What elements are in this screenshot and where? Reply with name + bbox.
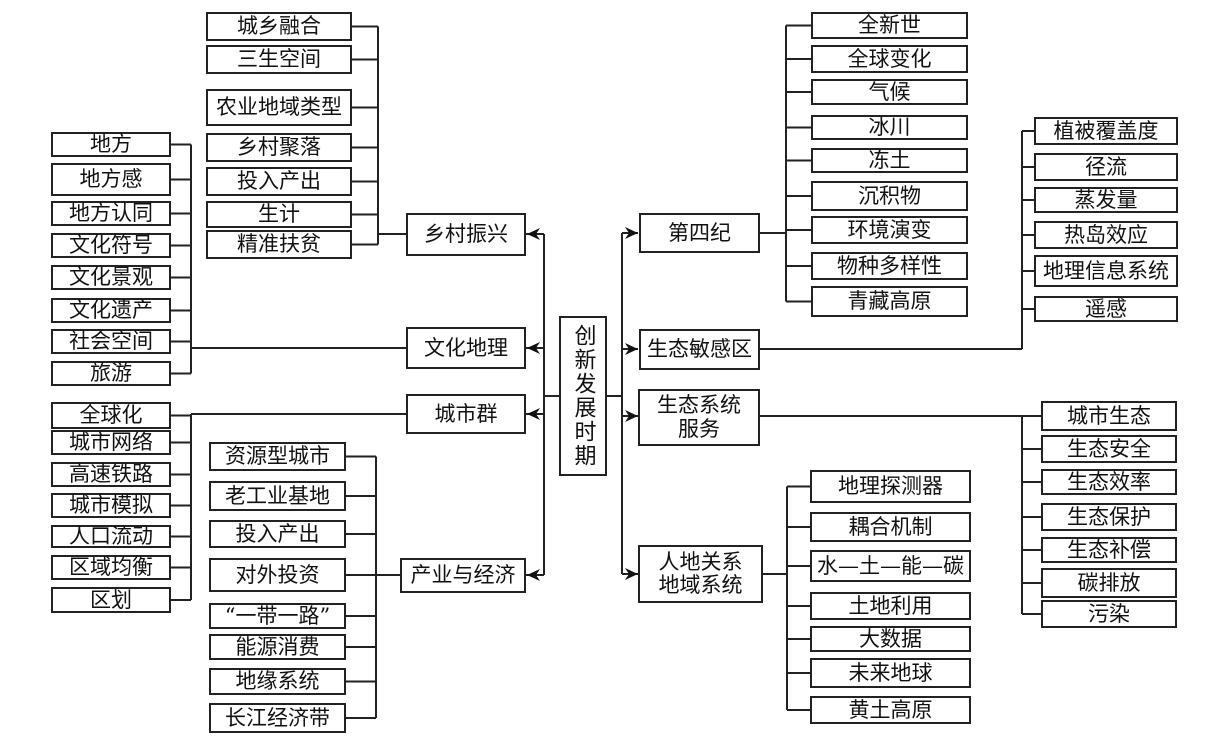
arrow-head-icon [527,408,540,420]
keyword-box: 地理信息系统 [1034,255,1178,287]
keyword-box: 生态保护 [1041,503,1177,531]
keyword-box: 能源消费 [209,634,346,660]
keyword-box: 未来地球 [810,658,971,688]
keyword-box: 黄土高原 [810,696,971,724]
keyword-box: 生计 [206,201,352,228]
topic-industry-economy: 产业与经济 [400,558,526,593]
keyword-box: 精准扶贫 [206,230,352,259]
topic-rural-revitalization: 乡村振兴 [406,213,526,256]
keyword-box: 遥感 [1034,296,1178,322]
keyword-box: 老工业基地 [209,481,346,511]
arrow-head-icon [625,227,638,239]
keyword-box: 城市网络 [51,430,171,455]
arrow-head-icon [527,228,540,240]
keyword-box: 土地利用 [810,592,971,620]
keyword-box: 蒸发量 [1034,187,1178,213]
keyword-box: 径流 [1034,153,1178,181]
arrow-head-icon [625,343,638,355]
keyword-box: 地方 [51,132,171,157]
keyword-box: 环境演变 [811,216,968,244]
topic-cultural-geography: 文化地理 [406,327,526,369]
keyword-box: 地理探测器 [810,470,971,503]
topic-urban-agglomeration: 城市群 [406,394,526,434]
keyword-box: 三生空间 [206,45,352,74]
keyword-box: 长江经济带 [209,703,346,733]
keyword-box: 人口流动 [51,525,171,548]
keyword-box: 地方感 [51,163,171,196]
keyword-box: 生态补偿 [1041,537,1177,563]
keyword-box: 文化符号 [51,233,171,258]
topic-line: 服务 [678,416,720,441]
keyword-box: 城市模拟 [51,493,171,518]
topic-quaternary: 第四纪 [639,213,760,253]
keyword-box: 全新世 [811,12,968,39]
keyword-box: 地缘系统 [209,668,346,695]
keyword-box: 污染 [1041,600,1177,628]
keyword-box: 全球化 [51,402,171,429]
keyword-box: 物种多样性 [811,252,968,280]
keyword-box: 区划 [51,587,171,613]
keyword-box: 全球变化 [811,45,968,73]
keyword-box: 乡村聚落 [206,133,352,162]
topic-ecosystem-services: 生态系统 服务 [638,389,760,446]
keyword-box: 冰川 [811,115,968,140]
topic-line: 人地关系 [658,549,743,574]
keyword-box: 投入产出 [206,167,352,196]
arrow-head-icon [527,342,540,354]
keyword-box: 水—土—能—碳 [810,550,971,582]
arrow-head-icon [527,569,540,581]
keyword-box: 碳排放 [1041,568,1177,598]
keyword-box: 植被覆盖度 [1034,117,1178,145]
keyword-box: 生态安全 [1041,435,1177,463]
keyword-box: 城乡融合 [206,12,352,41]
topic-human-earth-system: 人地关系 地域系统 [638,545,763,603]
arrow-head-icon [625,410,638,422]
keyword-box: 投入产出 [209,520,346,548]
keyword-box: 大数据 [810,626,971,652]
keyword-box: 地方认同 [51,201,171,226]
keyword-box: 旅游 [51,361,171,386]
keyword-box: 区域均衡 [51,555,171,580]
topic-eco-sensitive-zone: 生态敏感区 [639,329,760,370]
keyword-box: 对外投资 [209,558,346,592]
keyword-box: 文化景观 [51,265,171,290]
keyword-box: 城市生态 [1041,401,1177,431]
keyword-box: 社会空间 [51,329,171,354]
keyword-box: “一带一路” [209,603,346,629]
keyword-box: 生态效率 [1041,469,1177,495]
keyword-box: 热岛效应 [1034,221,1178,249]
keyword-box: 气候 [811,79,968,105]
keyword-box: 耦合机制 [810,512,971,542]
keyword-box: 沉积物 [811,181,968,211]
keyword-box: 高速铁路 [51,462,171,487]
keyword-box: 文化遗产 [51,298,171,323]
keyword-box: 青藏高原 [811,286,968,317]
topic-line: 地域系统 [658,573,743,597]
keyword-box: 资源型城市 [209,442,346,471]
arrow-head-icon [625,568,638,580]
keyword-box: 农业地域类型 [206,89,352,126]
topic-line: 生态系统 [657,393,741,418]
keyword-box: 冻土 [811,148,968,173]
center-node: 创新发展时期 [559,316,607,476]
